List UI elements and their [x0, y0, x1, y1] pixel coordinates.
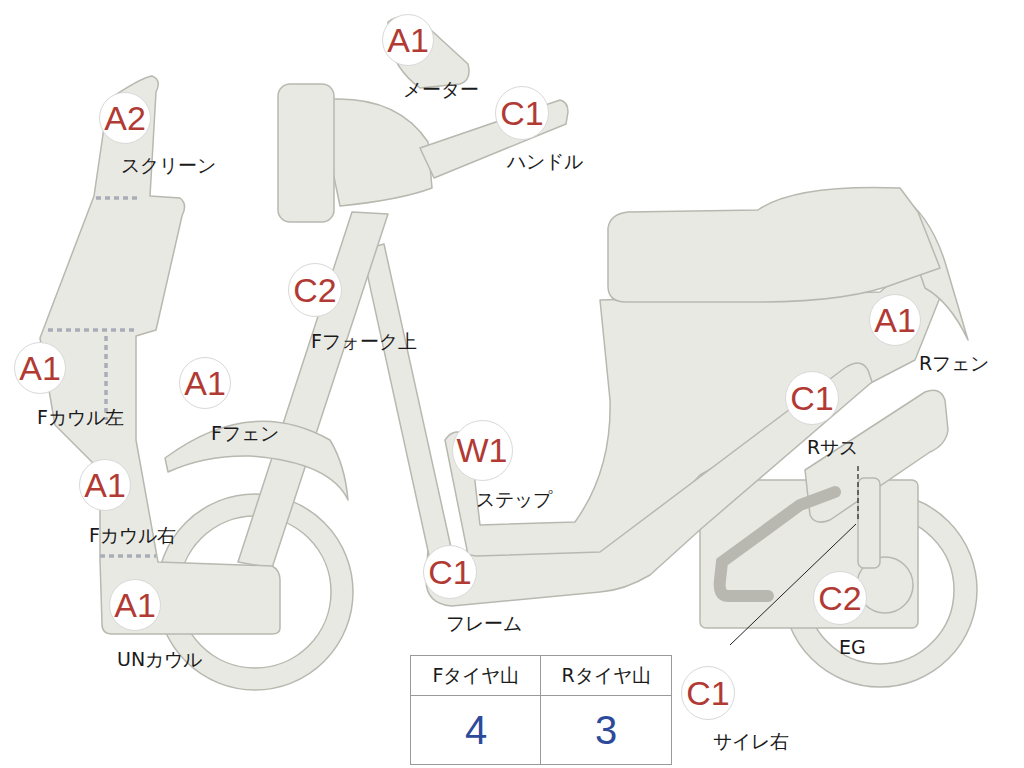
split-line — [100, 554, 156, 558]
grade-circle: C2Fフォーク上 — [288, 263, 342, 317]
exhaust-pipe — [720, 492, 835, 596]
grade-circle: A1UNカウル — [109, 579, 161, 631]
part-name: ハンドル — [507, 149, 583, 173]
part-name: EG — [839, 635, 866, 659]
seat — [608, 187, 940, 302]
part-name: Rサス — [807, 435, 858, 459]
grade-circle: A1Fフェン — [179, 357, 231, 409]
grade-code: A1 — [874, 303, 916, 337]
grade-circle: C1ハンドル — [495, 86, 549, 140]
part-name: メーター — [403, 77, 479, 101]
grade-code: C1 — [686, 676, 729, 710]
part-name: Fフェン — [211, 421, 279, 445]
front-fork — [238, 212, 388, 568]
front-cowl — [40, 76, 280, 634]
grade-code: A2 — [104, 101, 146, 135]
grade-circle: A2スクリーン — [99, 92, 151, 144]
grade-circle: A1Fカウル右 — [79, 459, 131, 511]
meter — [388, 16, 469, 88]
grade-circle: A1メーター — [382, 14, 434, 66]
part-name: Fカウル左 — [37, 405, 124, 429]
part-name: Fフォーク上 — [311, 329, 417, 353]
grade-circle: A1Rフェン — [869, 294, 921, 346]
frame-tube — [362, 244, 452, 560]
table-value: 4 — [410, 695, 542, 765]
split-line — [48, 328, 136, 332]
table-header: Rタイヤ山 — [540, 655, 672, 697]
headlight — [278, 84, 334, 222]
leader-line — [857, 466, 858, 522]
part-name: サイレ右 — [713, 729, 789, 753]
table-value: 3 — [540, 695, 672, 765]
grade-circle: W1ステップ — [452, 420, 513, 481]
grade-code: W1 — [457, 433, 508, 467]
grade-code: C1 — [790, 381, 833, 415]
part-name: Fカウル右 — [89, 523, 176, 547]
grade-circle: C1Rサス — [785, 371, 839, 425]
handle-cover — [318, 99, 432, 206]
grade-circle: C1サイレ右 — [681, 666, 735, 720]
grade-code: C2 — [818, 581, 861, 615]
floor-frame — [426, 363, 872, 606]
grade-code: A1 — [84, 468, 126, 502]
grade-code: A1 — [184, 366, 226, 400]
grade-circle: C2EG — [813, 571, 867, 625]
grade-code: A1 — [19, 351, 61, 385]
grade-code: C1 — [428, 555, 471, 589]
table-header: Fタイヤ山 — [410, 655, 542, 697]
grade-code: C1 — [500, 96, 543, 130]
part-name: UNカウル — [117, 647, 202, 671]
grade-code: A1 — [387, 23, 429, 57]
front-fender — [165, 421, 348, 500]
part-name: ステップ — [476, 487, 552, 511]
grade-code: A1 — [114, 588, 156, 622]
part-name: フレーム — [446, 611, 522, 635]
grade-circle: A1Fカウル左 — [14, 342, 66, 394]
grade-code: C2 — [293, 273, 336, 307]
part-name: Rフェン — [919, 351, 989, 375]
part-name: スクリーン — [121, 153, 216, 177]
grade-circle: C1フレーム — [423, 545, 477, 599]
rear-shock — [858, 478, 880, 568]
split-line — [96, 196, 140, 200]
